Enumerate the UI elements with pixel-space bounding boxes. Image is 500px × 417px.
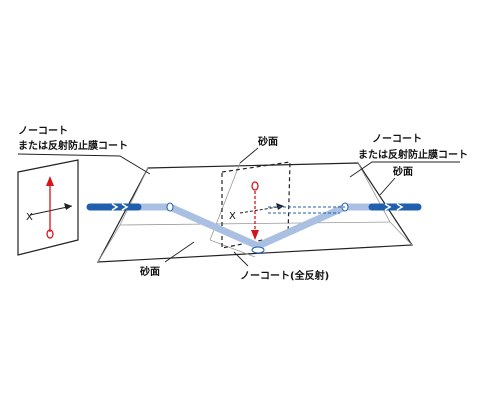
label-bottom-sand: 砂面: [139, 265, 160, 278]
outgoing-beam: [368, 203, 422, 211]
leader-lines: [17, 147, 460, 267]
label-left-coat-line1: ノーコート: [18, 125, 68, 137]
input-image-plate: X: [17, 159, 79, 256]
label-left-coat-line2: または反射防止膜コート: [18, 139, 128, 152]
internal-x-label: X: [229, 211, 236, 222]
input-x-label: X: [26, 212, 33, 223]
label-bottom-coat: ノーコート(全反射): [240, 269, 329, 282]
label-right-coat-line1: ノーコート: [372, 133, 422, 145]
label-right-coat-line2: または反射防止膜コート: [358, 148, 468, 161]
label-top-sand: 砂面: [257, 135, 278, 148]
label-right-sand: 砂面: [392, 165, 413, 178]
incoming-beam: [86, 203, 142, 211]
light-path: [138, 202, 372, 254]
